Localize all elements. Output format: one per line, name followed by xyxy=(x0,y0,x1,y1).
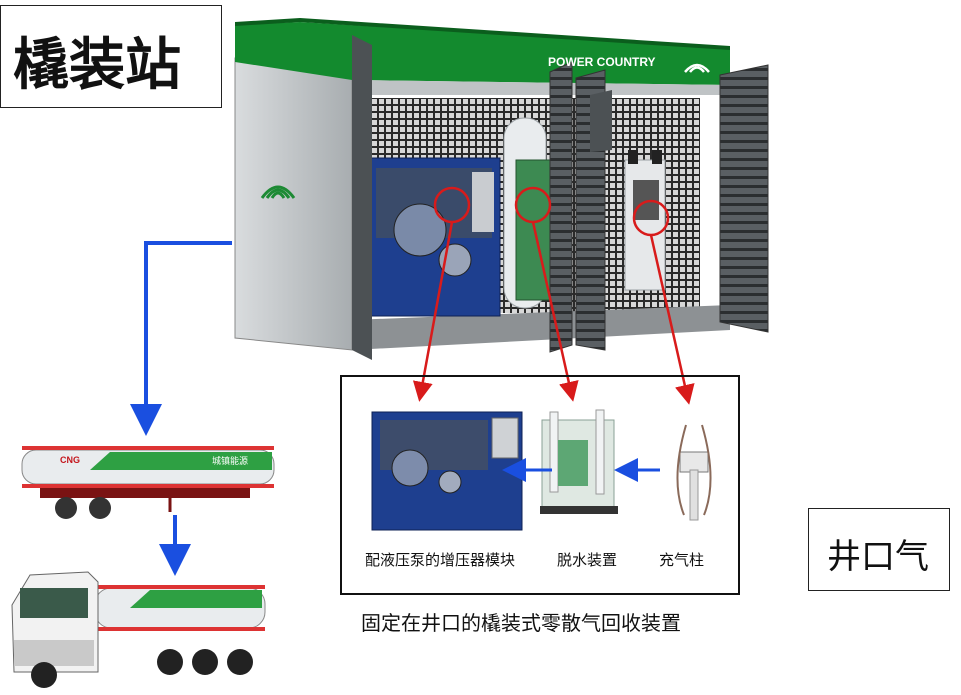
dispenser-label: 充气柱 xyxy=(659,551,705,569)
station-logo-icon xyxy=(260,185,296,199)
dispenser-image xyxy=(676,424,712,521)
station-to-trailer-arrow xyxy=(130,241,232,436)
skid-station: POWER COUNTRY xyxy=(234,18,769,360)
wellhead-gas-label: 井口气 xyxy=(827,537,929,577)
cng-truck-image xyxy=(11,571,266,688)
compressor-module-label: 配液压泵的增压器模块 xyxy=(365,551,516,569)
red-leader-arrows xyxy=(412,221,695,405)
roof-logo-icon xyxy=(684,63,710,73)
inset-caption: 固定在井口的橇装式零散气回收装置 xyxy=(361,611,681,635)
dehydrator-label: 脱水装置 xyxy=(557,551,618,569)
page-title: 橇装站 xyxy=(13,33,181,98)
component-inset-box xyxy=(340,375,740,595)
title-box: 橇装站 xyxy=(0,5,222,108)
wellhead-gas-box: 井口气 xyxy=(808,508,950,591)
trailer-banner-text: 城镇能源 xyxy=(212,457,249,467)
tank-tag-text: CNG xyxy=(60,455,80,465)
roof-sign-text: POWER COUNTRY xyxy=(548,55,656,69)
tube-trailer-image xyxy=(21,446,275,519)
dehydrator-image xyxy=(540,409,618,514)
compressor-module-image xyxy=(371,411,523,531)
